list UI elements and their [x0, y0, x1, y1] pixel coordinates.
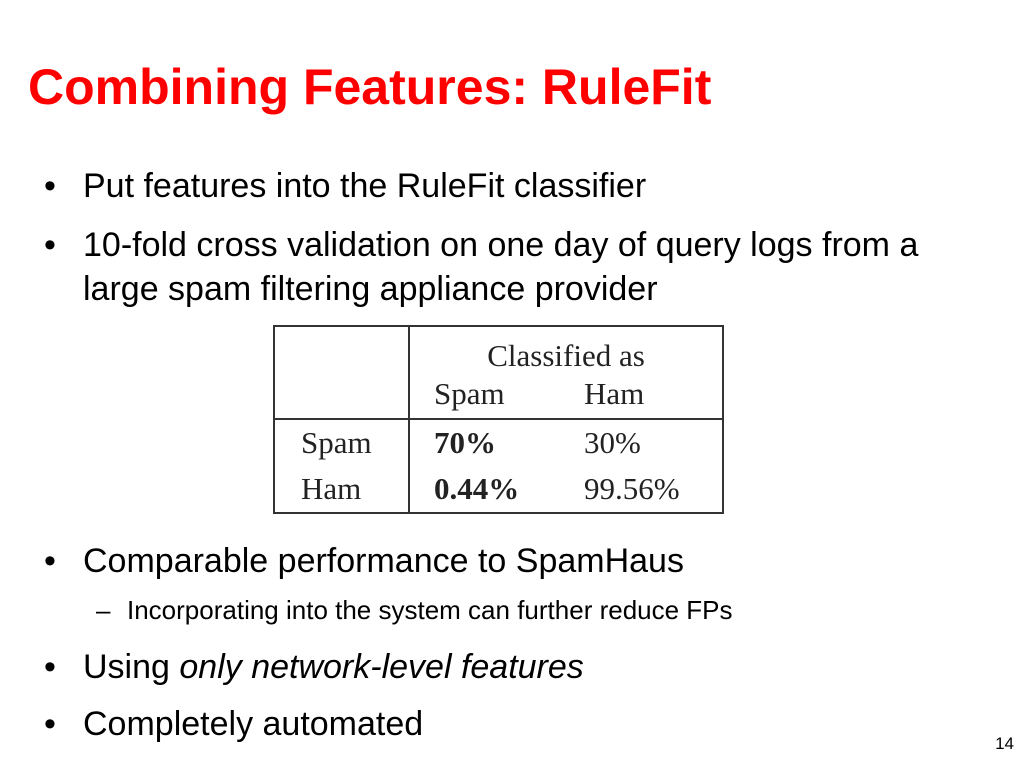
bullet-item: • Completely automated	[44, 702, 423, 746]
bullet-dot-icon: •	[44, 542, 56, 580]
bullet-dot-icon: •	[44, 648, 56, 686]
cell-ham-spam: 0.44%	[434, 471, 520, 506]
sub-bullet-item: – Incorporating into the system can furt…	[96, 594, 733, 628]
bullet-dot-icon: •	[44, 226, 56, 264]
table-header-cell: Classified as Spam Ham	[409, 326, 723, 420]
cell-spam-spam: 70%	[434, 425, 496, 460]
row-label-ham: Ham	[301, 471, 362, 506]
bullet-text-plain: Using	[83, 648, 180, 686]
row-label-spam: Spam	[301, 425, 372, 460]
table-row-labels: Spam Ham	[274, 419, 410, 513]
table-corner-cell	[274, 326, 410, 420]
page-number: 14	[995, 734, 1014, 753]
bullet-item: • 10-fold cross validation on one day of…	[44, 223, 964, 311]
sub-bullet-dash-icon: –	[96, 595, 111, 625]
table-values: 70% 30% 0.44% 99.56%	[409, 419, 723, 513]
slide-title: Combining Features: RuleFit	[28, 59, 712, 115]
table-column-headers: Spam Ham	[434, 376, 722, 412]
bullet-text: 10-fold cross validation on one day of q…	[83, 226, 919, 309]
column-header-spam: Spam	[434, 375, 505, 411]
table-header-title: Classified as	[487, 337, 645, 373]
sub-bullet-text: Incorporating into the system can furthe…	[127, 595, 733, 625]
bullet-item: • Put features into the RuleFit classifi…	[44, 164, 646, 208]
bullet-text: Using only network-level features	[83, 645, 584, 689]
bullet-dot-icon: •	[44, 705, 56, 743]
table-row: 0.44% 99.56%	[434, 466, 722, 512]
bullet-text: Comparable performance to SpamHaus	[83, 542, 684, 580]
bullet-dot-icon: •	[44, 167, 56, 205]
bullet-text: Completely automated	[83, 705, 424, 743]
cell-ham-ham: 99.56%	[584, 471, 680, 506]
confusion-matrix-table: Classified as Spam Ham Spam Ham 70% 30% …	[273, 325, 724, 514]
bullet-text: Put features into the RuleFit classifier	[83, 167, 647, 205]
table-row: 70% 30%	[434, 420, 722, 466]
column-header-ham: Ham	[584, 375, 645, 411]
bullet-item: • Comparable performance to SpamHaus	[44, 539, 684, 583]
bullet-text-italic: only network-level features	[179, 648, 584, 686]
bullet-item: • Using only network-level features	[44, 645, 584, 689]
cell-spam-ham: 30%	[584, 425, 641, 460]
